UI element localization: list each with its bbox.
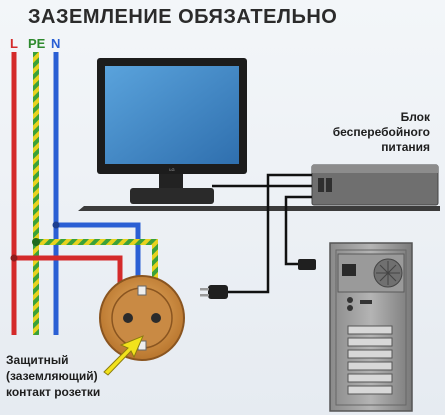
socket-hole-left	[123, 313, 133, 323]
contact-label-line-1: Защитный	[6, 353, 69, 367]
monitor: LG	[97, 58, 247, 204]
wire-label-n: N	[51, 36, 61, 51]
psu-socket	[342, 264, 356, 276]
monitor-brand: LG	[169, 167, 174, 172]
contact-label-line-2: (заземляющий)	[6, 369, 98, 383]
wall-socket	[99, 275, 185, 361]
pc-power-cable	[284, 195, 312, 266]
iec-connector	[298, 259, 316, 270]
wire-label-pe: PE	[28, 36, 46, 51]
monitor-neck	[159, 174, 183, 190]
branch-l	[14, 255, 123, 288]
ups-label: Блок бесперебойного питания	[300, 110, 430, 155]
ups-input-cable	[228, 173, 312, 294]
pe-junction	[32, 238, 40, 246]
ups-unit	[311, 164, 439, 206]
ups-label-line-2: бесперебойного	[332, 125, 430, 139]
branch-n	[56, 222, 141, 288]
wire-label-l: L	[10, 36, 18, 51]
n-junction	[52, 221, 60, 229]
contact-label-line-3: контакт розетки	[6, 385, 101, 399]
monitor-stand	[130, 188, 214, 204]
monitor-screen	[105, 66, 239, 164]
socket-hole-right	[151, 313, 161, 323]
power-plug	[200, 285, 228, 299]
pointer-arrow	[103, 335, 144, 376]
earth-contact-top	[137, 285, 147, 296]
desk-shelf	[78, 206, 440, 211]
l-junction	[10, 254, 18, 262]
pc-tower	[329, 242, 413, 412]
earthing-contact-label: Защитный (заземляющий) контакт розетки	[6, 352, 156, 400]
diagram-title: ЗАЗЕМЛЕНИЕ ОБЯЗАТЕЛЬНО	[28, 6, 338, 28]
ups-label-line-1: Блок	[400, 110, 430, 124]
ups-label-line-3: питания	[381, 140, 430, 154]
